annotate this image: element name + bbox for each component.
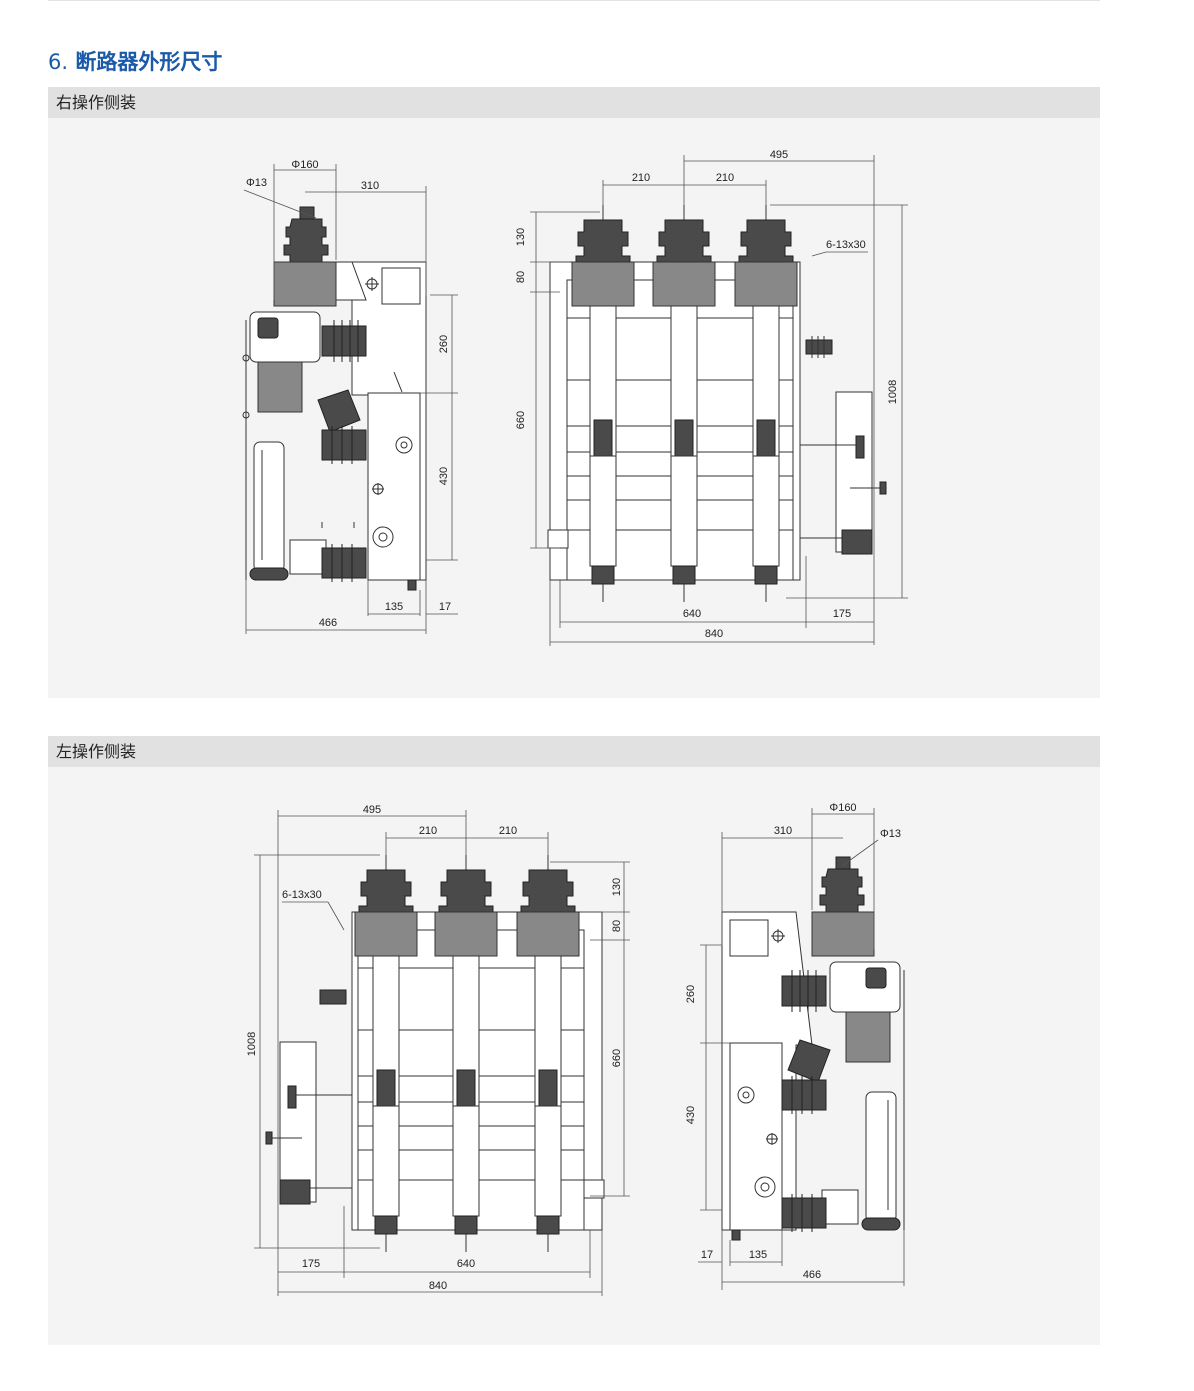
dim-660-left: 660 [611, 1049, 623, 1067]
dim-210-left-a: 210 [419, 825, 437, 837]
side-view-right-mount: Φ160 Φ13 310 260 430 135 17 466 [242, 159, 458, 634]
dim-466-left: 466 [803, 1269, 821, 1281]
dim-260-left: 260 [685, 985, 697, 1003]
dim-210-right: 210 [716, 172, 734, 184]
dim-phi13-left: Φ13 [880, 828, 901, 840]
dim-80-left: 80 [611, 920, 623, 932]
dim-130-left: 130 [611, 878, 623, 896]
dim-210-left: 210 [632, 172, 650, 184]
phase-1-left [354, 855, 418, 1252]
dim-hole-6-13x30-left: 6-13x30 [282, 889, 322, 901]
dim-430-left: 430 [685, 1106, 697, 1124]
dim-17: 17 [439, 601, 451, 613]
front-view-right-mount: 495 210 210 6-13x30 130 80 660 1008 640 … [515, 149, 908, 646]
dim-80: 80 [515, 271, 527, 283]
heading-number: 6. [48, 50, 69, 74]
heading-text: 断路器外形尺寸 [75, 50, 223, 74]
dim-495-left: 495 [363, 804, 381, 816]
dim-1008-left: 1008 [246, 1032, 258, 1056]
dim-310-left: 310 [774, 825, 792, 837]
dim-260: 260 [438, 335, 450, 353]
dim-640: 640 [683, 608, 701, 620]
nameplate [381, 267, 421, 305]
dim-840: 840 [705, 628, 723, 640]
dim-495: 495 [770, 149, 788, 161]
dim-17-left: 17 [701, 1249, 713, 1261]
fuse-tube-left [865, 1091, 897, 1223]
dim-210-left-b: 210 [499, 825, 517, 837]
dim-640-left: 640 [457, 1258, 475, 1270]
dim-840-left: 840 [429, 1280, 447, 1292]
dim-430: 430 [438, 467, 450, 485]
dim-466: 466 [319, 617, 337, 629]
dim-phi13: Φ13 [246, 177, 267, 189]
fuse-tube [253, 441, 285, 573]
phase-2-left [434, 855, 498, 1252]
phase-1 [571, 205, 635, 602]
dim-130: 130 [515, 228, 527, 246]
dim-phi160: Φ160 [291, 159, 318, 171]
dim-175: 175 [833, 608, 851, 620]
phase-3 [734, 205, 798, 602]
dim-660: 660 [515, 411, 527, 429]
phase-2 [652, 205, 716, 602]
dim-310: 310 [361, 180, 379, 192]
dim-phi160-left: Φ160 [829, 802, 856, 814]
phase-3-left [516, 855, 580, 1252]
section-header-left-mount: 左操作侧装 [48, 736, 1100, 767]
page-title: 6. 断路器外形尺寸 [48, 46, 222, 76]
top-divider [48, 0, 1100, 1]
dim-175-left: 175 [302, 1258, 320, 1270]
dim-135-left: 135 [749, 1249, 767, 1261]
dim-135: 135 [385, 601, 403, 613]
dim-hole-6-13x30: 6-13x30 [826, 239, 866, 251]
mechanism-box [367, 392, 421, 581]
section-header-right-mount: 右操作侧装 [48, 87, 1100, 118]
front-view-left-mount: 495 210 210 6-13x30 130 80 660 1008 175 … [246, 804, 630, 1296]
side-view-left-mount: Φ160 Φ13 310 260 430 17 135 466 [685, 802, 905, 1290]
dim-1008: 1008 [887, 380, 899, 404]
